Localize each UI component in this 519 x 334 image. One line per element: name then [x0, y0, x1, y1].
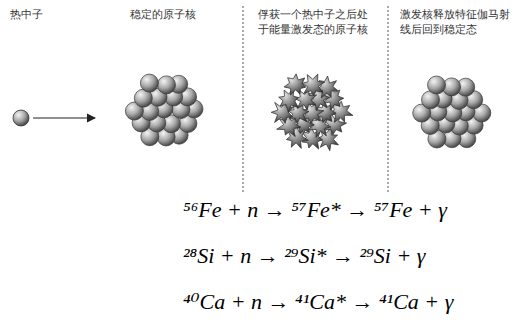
divider-line: [388, 6, 389, 192]
stable-nucleus: [125, 74, 203, 146]
excited-nucleus: [271, 74, 353, 151]
release-label: 激发核释放特征伽马射线后回到稳定态: [400, 8, 510, 38]
neutron-label: 热中子: [10, 8, 43, 23]
reaction-equation: ⁴⁰Ca + n → ⁴¹Ca* → ⁴¹Ca + γ: [183, 289, 453, 315]
stable-label: 稳定的原子核: [130, 8, 196, 23]
reaction-equation: ²⁸Si + n → ²⁹Si* → ²⁹Si + γ: [183, 243, 425, 269]
excited-label: 俘获一个热中子之后处于能量激发态的原子核: [258, 8, 368, 38]
divider-line: [243, 6, 244, 192]
neutron-arrow: [33, 117, 95, 118]
reaction-equation: ⁵⁶Fe + n → ⁵⁷Fe* → ⁵⁷Fe + γ: [183, 197, 447, 223]
neutron-ball: [13, 110, 29, 126]
stable-nucleus: [413, 76, 491, 148]
